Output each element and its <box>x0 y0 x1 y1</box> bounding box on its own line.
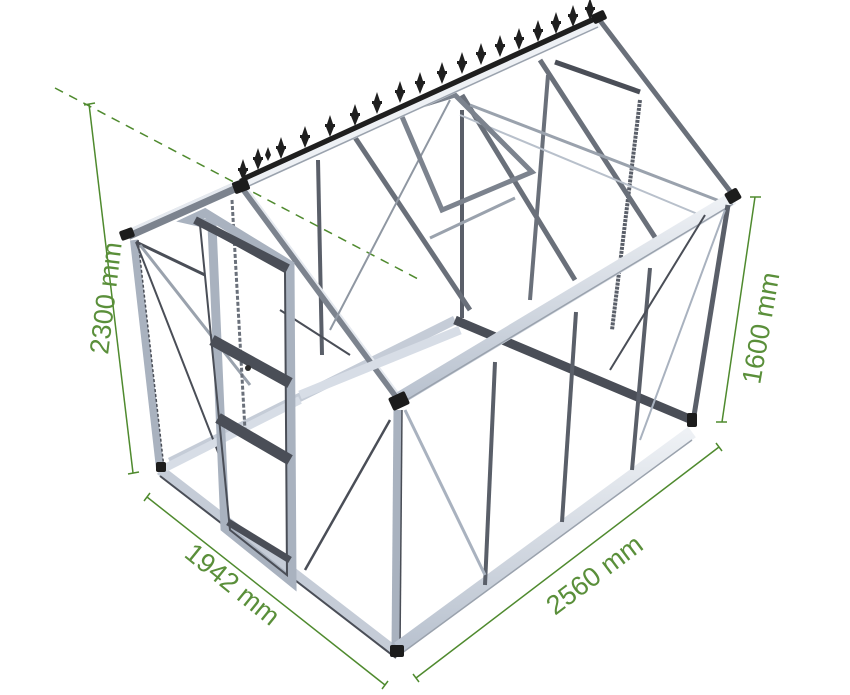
height-reference-dashed-line <box>54 87 421 281</box>
roof <box>237 16 737 405</box>
ridge-finials <box>238 0 600 181</box>
dimension-label-height: 2300 mm <box>84 240 127 355</box>
gable-end <box>125 179 462 659</box>
dimension-width-1942: 1942 mm <box>143 492 389 690</box>
door-handle-icon <box>245 365 251 371</box>
corner-connectors <box>119 10 742 657</box>
dimension-label-length: 2560 mm <box>541 529 649 621</box>
front-wall <box>394 204 731 657</box>
door <box>176 207 297 592</box>
dimension-eave-1600: 1600 mm <box>716 196 785 423</box>
dimension-label-eave-height: 1600 mm <box>736 270 785 386</box>
dimension-length-2560: 2560 mm <box>412 442 723 683</box>
dimension-height-2300: 2300 mm <box>83 102 140 475</box>
